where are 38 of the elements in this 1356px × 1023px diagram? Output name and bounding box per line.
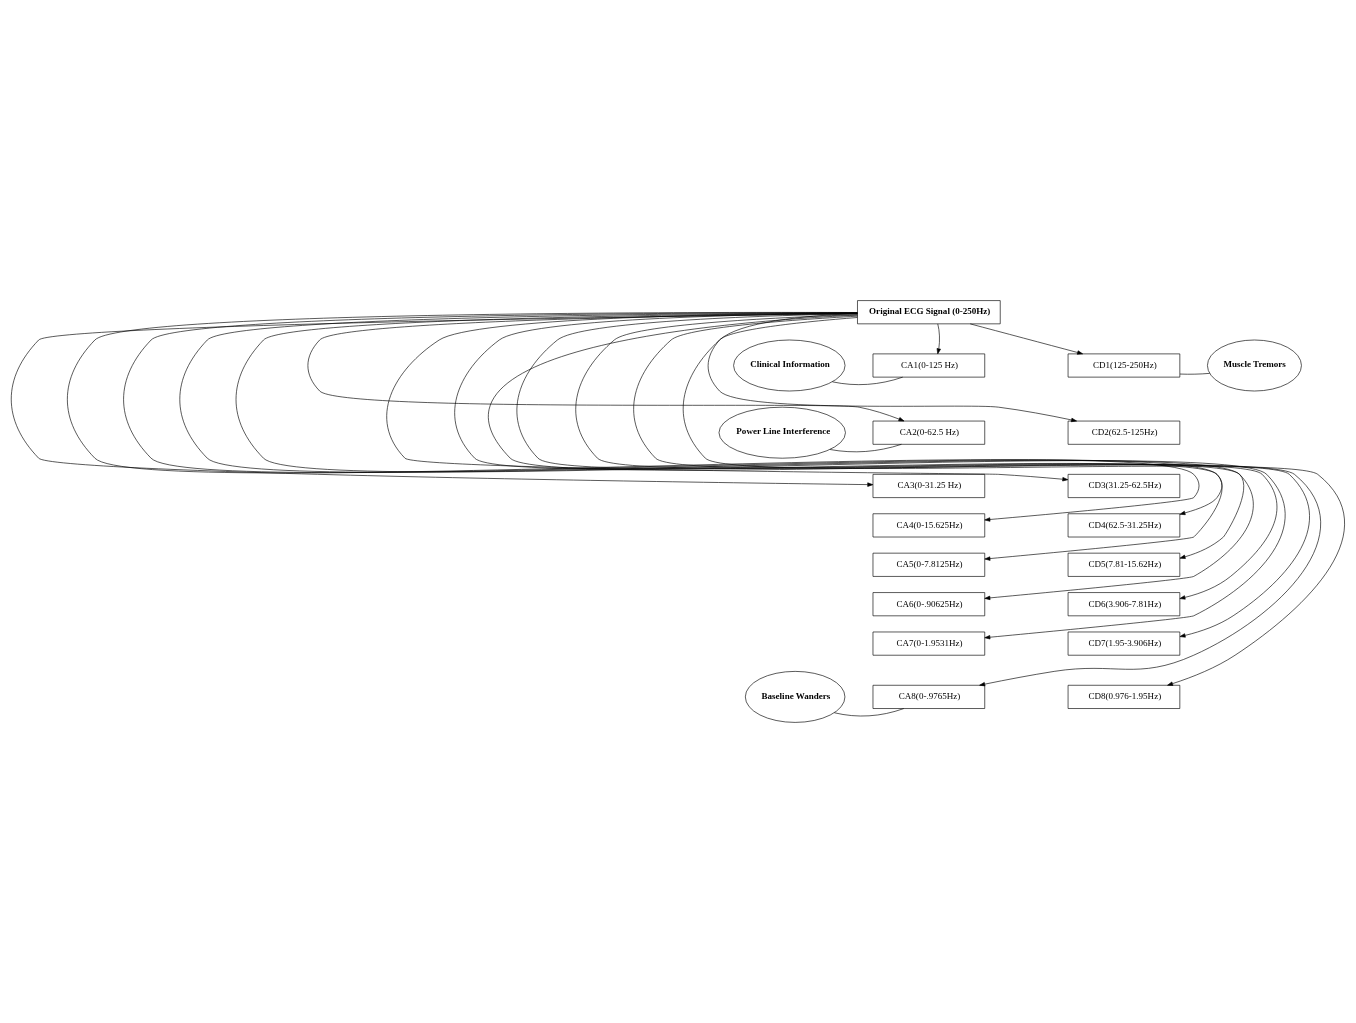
- node-box: CA6(0-.90625Hz): [872, 592, 986, 617]
- node-box: CD8(0.976-1.95Hz): [1067, 684, 1181, 709]
- node-box: CD6(3.906-7.81Hz): [1067, 592, 1181, 617]
- arrow: [454, 312, 1223, 516]
- arrow: [386, 312, 1069, 482]
- node-box: CA3(0-31.25 Hz): [872, 474, 986, 498]
- arrow: [707, 317, 1077, 423]
- arrow: [488, 314, 1321, 687]
- arrow: [969, 323, 1083, 355]
- arrow: [575, 314, 1278, 600]
- node-box: CD5(7.81-15.62Hz): [1067, 552, 1181, 577]
- node-box: CA7(0-1.9531Hz): [872, 631, 986, 656]
- arrow: [682, 313, 1345, 686]
- node-box: Original ECG Signal (0-250Hz): [857, 300, 1001, 325]
- node-ellipse: Muscle Tremors: [1207, 339, 1302, 392]
- node-box: CD4(62.5-31.25Hz): [1067, 513, 1181, 538]
- node-box: CA1(0-125 Hz): [872, 353, 986, 378]
- connector: [832, 376, 903, 385]
- node-box: CD3(31.25-62.5Hz): [1067, 474, 1181, 498]
- node-box: CA4(0-15.625Hz): [872, 513, 986, 538]
- connector: [829, 444, 902, 453]
- node-ellipse: Clinical Information: [733, 339, 846, 392]
- arrow: [123, 312, 1223, 561]
- node-box: CA2(0-62.5 Hz): [872, 420, 986, 445]
- arrow: [516, 313, 1244, 559]
- arrow: [179, 312, 1254, 601]
- node-ellipse: Power Line Interference: [718, 406, 846, 459]
- arrow: [10, 313, 874, 487]
- node-box: CA5(0-7.8125Hz): [872, 552, 986, 577]
- arrow: [67, 312, 1200, 522]
- connector: [834, 708, 905, 717]
- node-ellipse: Baseline Wanders: [745, 671, 846, 723]
- arrow: [633, 315, 1310, 638]
- arrow: [936, 323, 941, 355]
- arrow: [235, 312, 1286, 640]
- node-box: CD7(1.95-3.906Hz): [1067, 631, 1181, 656]
- node-box: CD2(62.5-125Hz): [1067, 420, 1181, 445]
- node-box: CD1(125-250Hz): [1067, 353, 1181, 378]
